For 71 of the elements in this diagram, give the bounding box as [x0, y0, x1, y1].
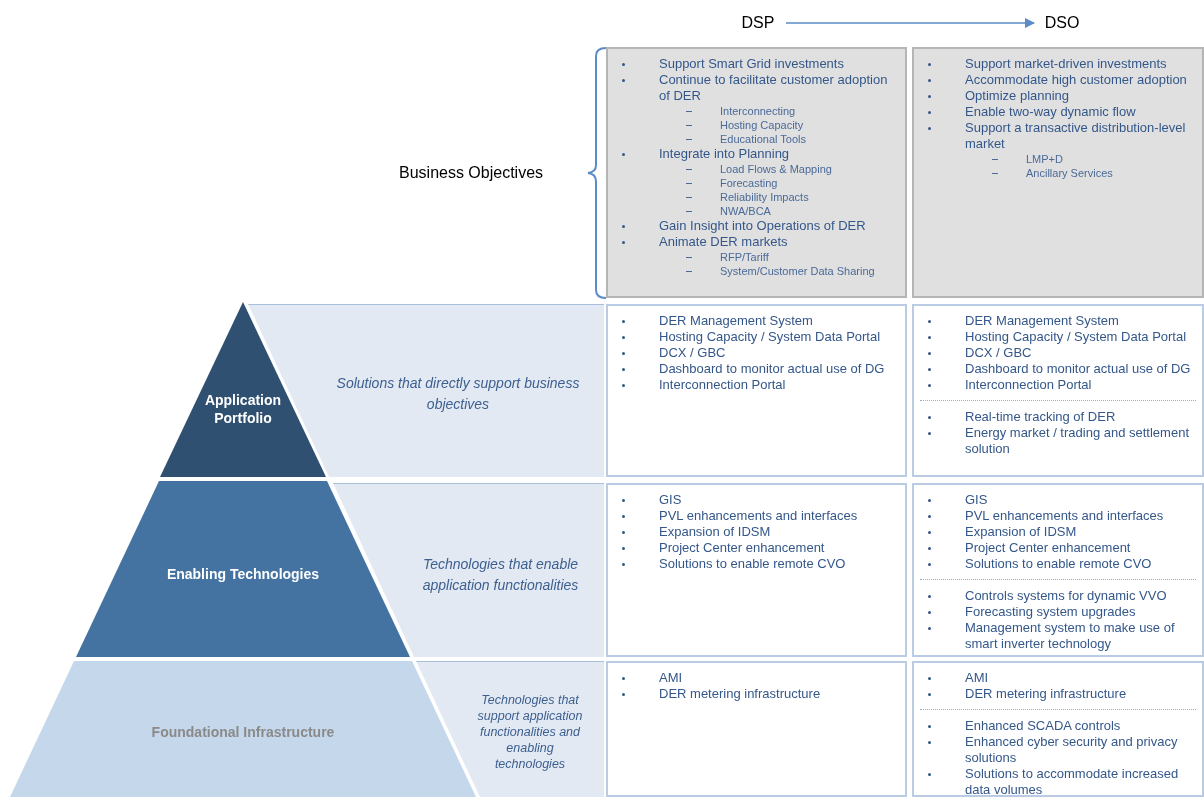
list-item: Interconnection Portal: [659, 377, 787, 393]
list-item: DCX / GBC: [659, 345, 727, 361]
list-item: AMI: [965, 670, 990, 686]
list-item: Enhanced SCADA controls: [965, 718, 1122, 734]
tier-label: Foundational Infrastructure: [151, 723, 335, 741]
list-item: System/Customer Data Sharing: [720, 264, 876, 278]
list-item: NWA/BCA: [720, 204, 772, 218]
list-item: PVL enhancements and interfaces: [965, 508, 1165, 524]
list-item: Project Center enhancement: [965, 540, 1132, 556]
list-item: GIS: [659, 492, 683, 508]
list-item: Continue to facilitate customer adoption of DER: [659, 72, 889, 104]
list-panel: [606, 483, 907, 657]
list-item: Animate DER markets: [659, 234, 789, 250]
list-item: Support a transactive distribution-level market: [965, 120, 1187, 152]
description-text: Solutions that directly support business objectives: [335, 374, 581, 414]
list-item: Reliability Impacts: [720, 190, 810, 204]
list-item: GIS: [965, 492, 989, 508]
list-item: Management system to make use of smart inverter technology: [965, 620, 1176, 652]
list-panel: [912, 483, 1204, 657]
list-item: Support market-driven investments: [965, 56, 1168, 72]
arrow: [785, 17, 1036, 29]
list-item: Dashboard to monitor actual use of DG: [659, 361, 886, 377]
tier-label: Application Portfolio: [203, 390, 283, 427]
list-item: Hosting Capacity / System Data Portal: [659, 329, 882, 345]
list-item: Controls systems for dynamic VVO: [965, 588, 1168, 604]
list-item: Solutions to accommodate increased data volumes: [965, 766, 1180, 797]
list-item: AMI: [659, 670, 684, 686]
list-item: Forecasting: [720, 176, 779, 190]
row-heading: Business Objectives: [399, 163, 544, 183]
description-text: Technologies that enable application functionalities: [421, 555, 580, 595]
list-item: Real-time tracking of DER: [965, 409, 1117, 425]
list-item: Expansion of IDSM: [965, 524, 1078, 540]
list-item: Accommodate high customer adoption: [965, 72, 1188, 88]
column-heading: DSO: [1044, 13, 1080, 33]
list-item: Enable two-way dynamic flow: [965, 104, 1137, 120]
list-panel: [912, 661, 1204, 797]
list-item: Hosting Capacity: [720, 118, 805, 132]
list-item: PVL enhancements and interfaces: [659, 508, 859, 524]
column-heading: DSP: [741, 13, 775, 33]
list-panel: [606, 304, 907, 477]
list-item: Solutions to enable remote CVO: [965, 556, 1153, 572]
list-item: Load Flows & Mapping: [720, 162, 833, 176]
list-item: Solutions to enable remote CVO: [659, 556, 847, 572]
list-panel: [912, 304, 1204, 477]
list-item: Energy market / trading and settlement solution: [965, 425, 1190, 457]
list-item: Gain Insight into Operations of DER: [659, 218, 867, 234]
list-item: Forecasting system upgrades: [965, 604, 1137, 620]
list-item: LMP+D: [1026, 152, 1064, 166]
list-panel: [606, 47, 907, 298]
list-panel: [606, 661, 907, 797]
list-item: Expansion of IDSM: [659, 524, 772, 540]
list-item: RFP/Tariff: [720, 250, 770, 264]
description-text: Technologies that support application functionalities and enabling technologies: [476, 692, 584, 772]
list-item: Interconnection Portal: [965, 377, 1093, 393]
list-item: Enhanced cyber security and privacy solutions: [965, 734, 1179, 766]
list-item: DCX / GBC: [965, 345, 1033, 361]
tier-label: Enabling Technologies: [166, 565, 320, 583]
list-panel: [912, 47, 1204, 298]
list-item: Optimize planning: [965, 88, 1071, 104]
list-item: Project Center enhancement: [659, 540, 826, 556]
list-item: DER metering infrastructure: [965, 686, 1128, 702]
list-item: DER Management System: [659, 313, 814, 329]
list-item: DER metering infrastructure: [659, 686, 822, 702]
list-item: Educational Tools: [720, 132, 808, 146]
list-item: DER Management System: [965, 313, 1120, 329]
list-item: Ancillary Services: [1026, 166, 1114, 180]
list-item: Integrate into Planning: [659, 146, 791, 162]
list-item: Support Smart Grid investments: [659, 56, 845, 72]
list-item: Hosting Capacity / System Data Portal: [965, 329, 1188, 345]
list-item: Dashboard to monitor actual use of DG: [965, 361, 1192, 377]
list-item: Interconnecting: [720, 104, 797, 118]
